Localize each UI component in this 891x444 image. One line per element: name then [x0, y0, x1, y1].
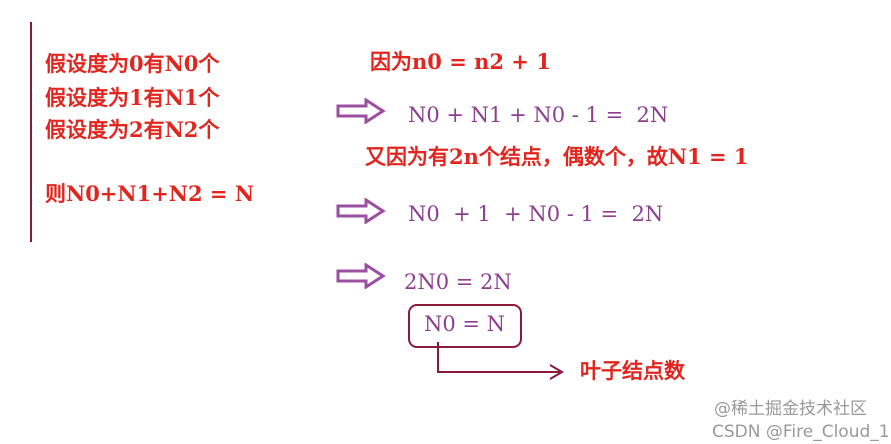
premise-n0: 假设度为0有N0个	[45, 51, 220, 76]
leaf-node-label: 叶子结点数	[580, 358, 685, 383]
premise-n2: 假设度为2有N2个	[45, 117, 220, 142]
step-5: 2N0 = 2N	[404, 270, 512, 294]
step-1: 因为n0 = n2 + 1	[370, 49, 551, 74]
pointer-arrow-icon	[437, 342, 564, 380]
premise-sum: 则N0+N1+N2 = N	[45, 181, 255, 206]
implies-arrow-icon	[336, 98, 386, 124]
premise-n1: 假设度为1有N1个	[45, 85, 220, 110]
watermark-juejin: @稀土掘金技术社区	[714, 399, 867, 419]
implies-arrow-icon	[336, 198, 386, 224]
step-6: N0 = N	[424, 312, 506, 336]
result-box	[408, 304, 522, 348]
step-2: N0 + N1 + N0 - 1 = 2N	[408, 103, 669, 127]
left-divider	[30, 22, 32, 242]
watermark-csdn: CSDN @Fire_Cloud_1	[712, 422, 890, 442]
step-4: N0 + 1 + N0 - 1 = 2N	[408, 202, 664, 226]
implies-arrow-icon	[336, 263, 386, 289]
step-3: 又因为有2n个结点，偶数个，故N1 = 1	[365, 144, 749, 169]
